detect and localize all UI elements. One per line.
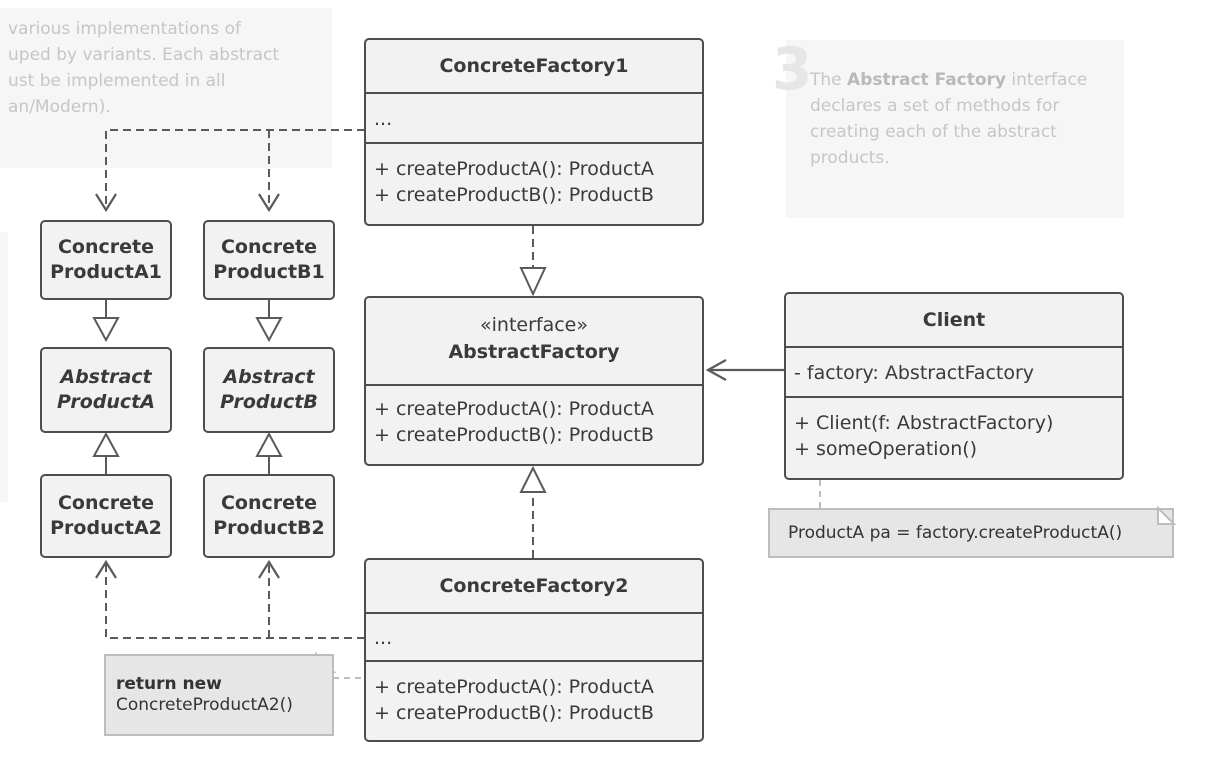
class-title: ConcreteFactory1 [439, 55, 629, 77]
method: + Client(f: AbstractFactory) [794, 412, 1054, 434]
method: + createProductA(): ProductA [374, 398, 654, 420]
annotation-line: various implementations of [8, 19, 241, 39]
method: + createProductB(): ProductB [374, 184, 654, 206]
triangle-cf1 [519, 267, 547, 297]
triangle-b2-abstractB [255, 431, 283, 457]
triangle-a2-abstractA [92, 431, 120, 457]
note-text: ConcreteProductA2() [116, 695, 293, 715]
method: + createProductB(): ProductB [374, 702, 654, 724]
note-keyword: return new [116, 674, 222, 694]
arrowhead-productA2 [95, 559, 117, 579]
client-code-note: ProductA pa = factory.createProductA() [768, 508, 1174, 558]
method: + createProductB(): ProductB [374, 424, 654, 446]
dependency-cf2-to-productA2 [105, 562, 365, 639]
class-methods: + createProductA(): ProductA + createPro… [366, 142, 702, 224]
arrowhead-productB2 [258, 559, 280, 579]
triangle-b1-abstractB [255, 317, 283, 343]
arrowhead-association [705, 359, 727, 381]
annotation-line: ust be implemented in all [8, 71, 226, 91]
factory2-code-note: return new ConcreteProductA2() [104, 654, 334, 736]
annotation-abstract-factory: 3 The Abstract Factory interface declare… [772, 40, 1124, 218]
annotation-left-bar [0, 232, 8, 502]
class-fields: ... [366, 92, 702, 142]
triangle-a1-abstractA [92, 317, 120, 343]
arrowhead-productA1 [95, 193, 117, 213]
class-methods: + createProductA(): ProductA + createPro… [366, 384, 702, 464]
concrete-factory-2: ConcreteFactory2 ... + createProductA():… [364, 558, 704, 742]
class-methods: + Client(f: AbstractFactory) + someOpera… [786, 396, 1122, 478]
class-title: ConcreteFactory2 [439, 575, 629, 597]
class-header: «interface» AbstractFactory [366, 298, 702, 384]
class-fields: ... [366, 612, 702, 660]
annotation-line: an/Modern). [8, 97, 111, 117]
concrete-factory-1: ConcreteFactory1 ... + createProductA():… [364, 38, 704, 226]
method: + someOperation() [794, 438, 978, 460]
annotation-text: The Abstract Factory interface declares … [810, 70, 1088, 168]
class-fields: - factory: AbstractFactory [786, 346, 1122, 396]
annotation-products-variants: various implementations of uped by varia… [0, 8, 332, 168]
annotation-number: 3 [772, 35, 813, 103]
dependency-cf1-to-productA1 [105, 129, 365, 210]
triangle-cf2 [519, 465, 547, 493]
client-class: Client - factory: AbstractFactory + Clie… [784, 292, 1124, 480]
method: + createProductA(): ProductA [374, 676, 654, 698]
arrowhead-productB1 [258, 193, 280, 213]
class-stereotype: «interface» [480, 314, 588, 336]
annotation-line: uped by variants. Each abstract [8, 45, 280, 65]
class-title: AbstractFactory [448, 341, 620, 363]
class-title: Client [922, 309, 986, 331]
method: + createProductA(): ProductA [374, 158, 654, 180]
class-methods: + createProductA(): ProductA + createPro… [366, 660, 702, 740]
annotation-bold: Abstract Factory [847, 70, 1007, 90]
abstract-factory-interface: «interface» AbstractFactory + createProd… [364, 296, 704, 466]
